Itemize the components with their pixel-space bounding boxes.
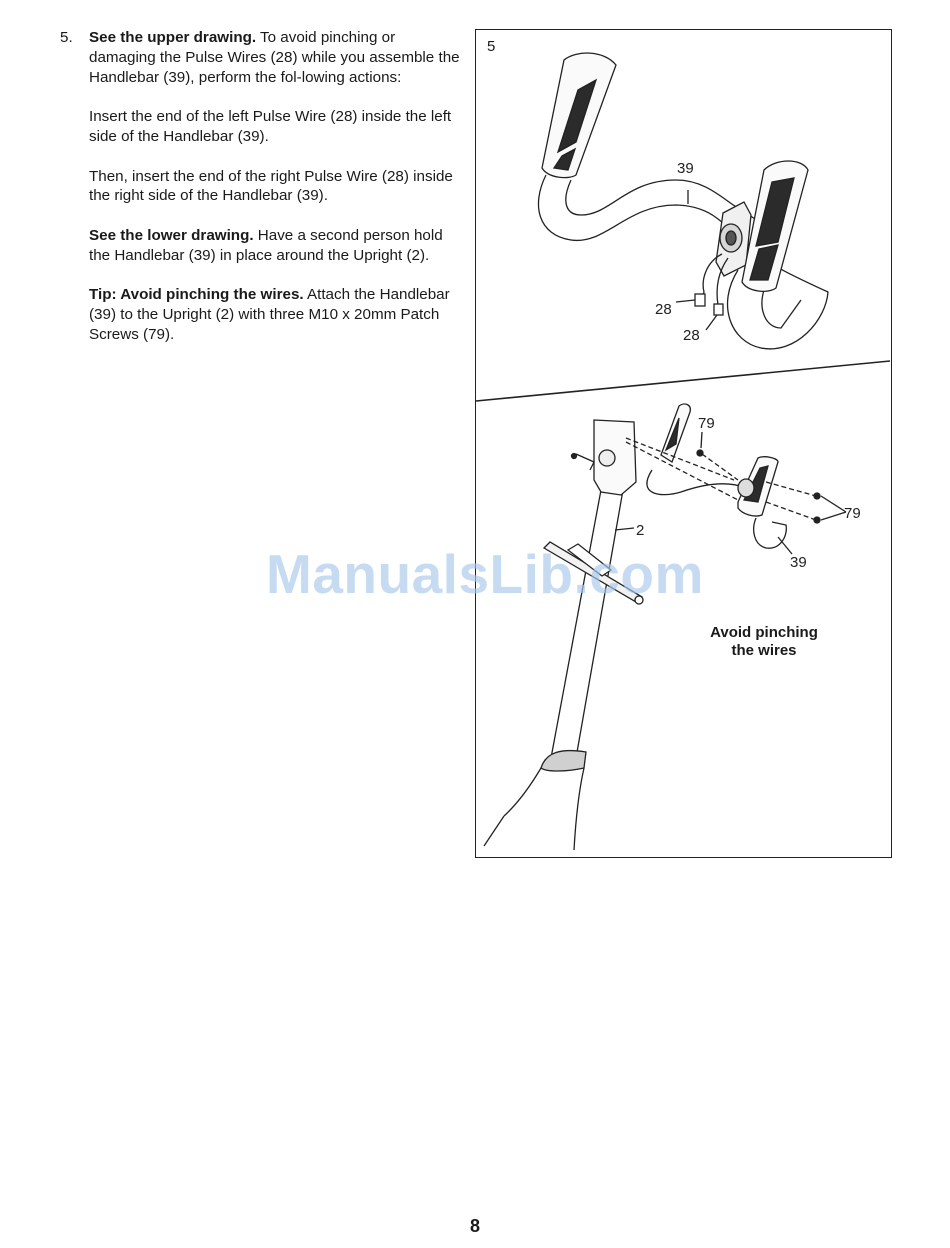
assembly-figure: 39 28 28 <box>475 29 892 858</box>
instruction-emphasis: See the lower drawing. <box>89 226 254 244</box>
instruction-paragraph-5: Tip: Avoid pinching the wires. Attach th… <box>89 285 460 344</box>
instruction-paragraph-1: See the upper drawing. To avoid pinching… <box>89 28 460 87</box>
assembly-drawing: 39 28 28 <box>476 52 890 851</box>
step-number: 5. <box>60 29 73 46</box>
warning-label: Avoid pinching the wires <box>694 624 834 660</box>
instruction-emphasis: See the upper drawing. <box>89 29 257 46</box>
callout-patch-screw-79: 79 <box>844 505 861 522</box>
figure-step-number: 5 <box>487 38 496 55</box>
callout-patch-screw-79: 79 <box>698 415 715 432</box>
step-body: See the upper drawing. To avoid pinching… <box>89 28 460 345</box>
callout-pulse-wire-28: 28 <box>683 327 700 344</box>
instruction-paragraph-3: Then, insert the end of the right Pulse … <box>89 167 460 207</box>
page-number: 8 <box>469 1216 480 1236</box>
instruction-text: Attach the Handlebar (39) to the Upright… <box>89 286 450 343</box>
callout-handlebar-39: 39 <box>790 554 807 571</box>
handlebar-upper-drawing <box>537 52 829 350</box>
instruction-text: To avoid pinching or damaging the Pulse … <box>89 29 460 86</box>
instruction-paragraph-4: See the lower drawing. Have a second per… <box>89 226 460 266</box>
callout-upright-2: 2 <box>636 522 644 539</box>
callout-pulse-wire-28: 28 <box>655 301 672 318</box>
instruction-text: Have a second person hold the Handlebar … <box>89 226 443 264</box>
instruction-text: Then, insert the end of the right Pulse … <box>89 167 453 205</box>
warning-line: the wires <box>731 642 797 659</box>
upright-lower-drawing <box>483 403 847 851</box>
warning-line: Avoid pinching <box>710 624 818 641</box>
instruction-text: Insert the end of the left Pulse Wire (2… <box>89 108 452 145</box>
instruction-paragraph-2: Insert the end of the left Pulse Wire (2… <box>89 107 460 147</box>
callout-handlebar-39: 39 <box>677 160 694 177</box>
step-instructions: 5. See the upper drawing. To avoid pinch… <box>60 28 460 365</box>
figure-divider <box>476 360 890 402</box>
instruction-emphasis: Tip: Avoid pinching the wires. <box>89 286 304 304</box>
watermark: ManualsLib.com <box>266 543 704 605</box>
